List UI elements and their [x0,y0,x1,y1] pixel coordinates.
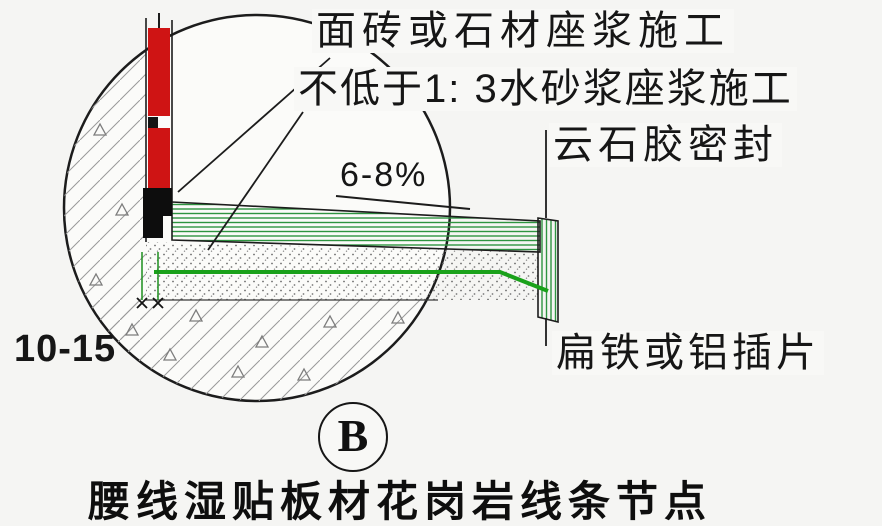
concrete-aggregate-triangles [88,52,406,381]
slope-indicator-line [335,195,471,210]
label-tile-bedding-note: 面砖或石材座浆施工 [312,9,734,53]
label-marble-glue-seal-note: 云石胶密封 [549,123,782,167]
concrete-wall-bottom [64,298,440,401]
detail-reference-bubble: B [318,402,388,472]
flat-iron-insert-line [154,270,549,293]
corner-block-lower [143,216,163,238]
face-tile-upper [148,28,170,116]
label-gap-dimension: 10-15 [14,328,117,370]
gap-dimension-ticks [136,252,164,309]
granite-vertical-strip [537,217,559,324]
detail-reference-letter: B [337,409,369,461]
x-mark-right [152,297,164,309]
corner-block-upper [143,188,172,216]
tile-joint-mark [148,117,158,128]
leader-mortar-note [207,111,304,251]
x-mark-left [136,297,148,309]
label-mortar-ratio-note: 不低于1: 3水砂浆座浆施工 [294,67,797,111]
label-flat-iron-insert-note: 扁铁或铝插片 [552,331,824,375]
face-tile-lower [148,128,170,188]
drawing-title: 腰线湿贴板材花岗岩线条节点 [88,478,713,525]
label-slope-percentage: 6-8% [340,156,428,194]
